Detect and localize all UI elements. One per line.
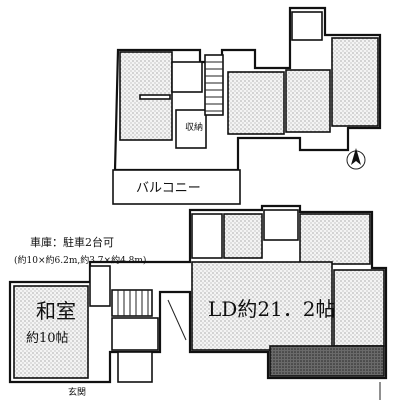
upper-inner-wall	[139, 94, 171, 100]
lower-staircase	[111, 289, 153, 317]
parking-label: 車庫：駐車2台可	[30, 235, 114, 249]
upper-floor: 収納 バルコニー	[112, 6, 382, 205]
balcony	[112, 169, 241, 205]
north-compass	[346, 148, 366, 170]
parking-note: (約10×約6.2m,約3.7×約4.8m)	[14, 254, 146, 266]
upper-storage	[175, 109, 207, 149]
lower-hall	[111, 317, 159, 351]
upper-right-room-b	[331, 37, 379, 127]
upper-staircase	[204, 54, 224, 116]
terrace	[269, 345, 385, 377]
lower-floor-outline	[8, 204, 388, 384]
washitsu-closet	[89, 265, 111, 307]
washitsu-size: 約10帖	[26, 331, 69, 346]
lower-right-room	[333, 269, 385, 347]
upper-top-closet	[291, 11, 323, 41]
lower-utility-3	[263, 209, 299, 241]
ldk-label: LD約21．2帖	[208, 297, 336, 321]
washitsu-label: 和室	[36, 299, 76, 323]
ldk-room	[191, 261, 333, 351]
upper-right-room-a	[285, 69, 331, 133]
lower-utility-1	[191, 213, 223, 259]
lower-bathroom	[299, 213, 371, 265]
upper-closet	[171, 61, 203, 93]
upper-middle-room	[227, 71, 285, 135]
washitsu-room	[13, 285, 89, 379]
storage-label: 収納	[185, 121, 203, 133]
genkan	[117, 351, 153, 383]
lower-floor: LD約21．2帖 和室 約10帖 玄関 車庫：駐車2台可 (約10×約6.2m,…	[8, 204, 388, 400]
balcony-label: バルコニー	[136, 181, 201, 196]
diagonal-wall	[167, 299, 187, 341]
lower-utility-2	[223, 213, 263, 259]
entrance-label: 玄関	[68, 386, 86, 398]
